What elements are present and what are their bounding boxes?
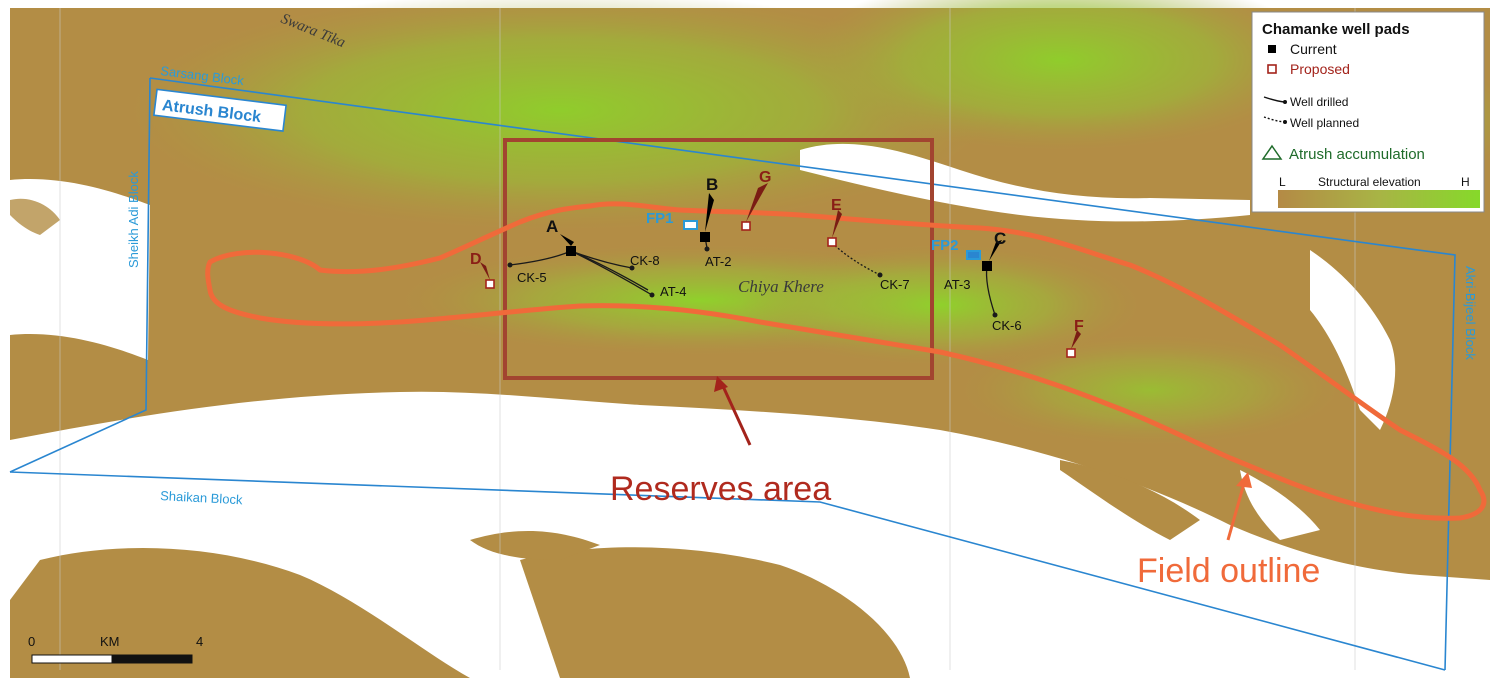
pad-f-marker bbox=[1066, 348, 1076, 358]
elevation-ramp bbox=[1278, 190, 1480, 208]
pad-a-marker bbox=[566, 246, 576, 256]
well-ck7-label: CK-7 bbox=[880, 277, 910, 292]
pad-b-marker bbox=[700, 232, 710, 242]
fp1-marker bbox=[683, 220, 698, 230]
legend-proposed-label: Proposed bbox=[1290, 61, 1350, 77]
well-at4-label: AT-4 bbox=[660, 284, 687, 299]
akri-bijeel-block-label: Akri-Bijeel Block bbox=[1463, 266, 1478, 360]
fp2-label: FP2 bbox=[931, 237, 959, 254]
well-bottom-dots bbox=[507, 246, 998, 318]
legend-accumulation-label: Atrush accumulation bbox=[1289, 146, 1425, 163]
fp1-label: FP1 bbox=[646, 210, 674, 227]
legend-elev-low: L bbox=[1279, 175, 1286, 189]
sheikh-adi-block-label: Sheikh Adi Block bbox=[126, 171, 141, 268]
pad-e-label: E bbox=[831, 197, 842, 214]
pad-f-label: F bbox=[1074, 318, 1084, 335]
block-boundaries bbox=[9, 77, 1456, 671]
well-ck6-label: CK-6 bbox=[992, 318, 1022, 333]
reserves-callout: Reserves area bbox=[610, 376, 831, 508]
map-legend: Chamanke well pads Current Proposed Well… bbox=[1251, 11, 1485, 213]
field-callout: Field outline bbox=[1137, 472, 1320, 590]
atrush-block-badge: Atrush Block bbox=[152, 88, 287, 132]
pad-c-label: C bbox=[994, 229, 1006, 248]
legend-planned-label: Well planned bbox=[1290, 116, 1359, 130]
pad-g-marker bbox=[741, 221, 751, 231]
pad-c-pointer bbox=[989, 240, 1002, 261]
accumulation-triangle-icon bbox=[1261, 144, 1283, 160]
legend-planned-line bbox=[1263, 116, 1285, 123]
legend-proposed-swatch bbox=[1267, 64, 1277, 74]
reserves-area-label: Reserves area bbox=[610, 470, 831, 508]
pad-a-label: A bbox=[546, 217, 558, 236]
pad-b-pointer bbox=[705, 193, 714, 232]
field-outline-label: Field outline bbox=[1137, 552, 1320, 590]
pad-b-label: B bbox=[706, 175, 718, 194]
legend-drilled-label: Well drilled bbox=[1290, 95, 1348, 109]
scale-bar: 0 KM 4 bbox=[28, 634, 203, 664]
pad-g-label: G bbox=[759, 169, 771, 186]
well-at2-label: AT-2 bbox=[705, 254, 732, 269]
shaikan-block-label: Shaikan Block bbox=[160, 488, 244, 507]
pad-c-marker bbox=[982, 261, 992, 271]
legend-drilled-line bbox=[1263, 96, 1285, 103]
pad-d-marker bbox=[485, 279, 495, 289]
scale-max-label: 4 bbox=[196, 634, 203, 649]
scale-unit-label: KM bbox=[100, 634, 120, 649]
field-outline bbox=[205, 201, 1487, 521]
proposed-pads bbox=[480, 183, 1081, 358]
scale-zero-label: 0 bbox=[28, 634, 35, 649]
legend-elev-high: H bbox=[1461, 175, 1470, 189]
fp2-marker bbox=[966, 250, 981, 260]
well-at3-label: AT-3 bbox=[944, 277, 971, 292]
pad-e-marker bbox=[827, 237, 837, 247]
well-ck5-label: CK-5 bbox=[517, 270, 547, 285]
current-pads bbox=[560, 193, 1002, 271]
legend-elev-label: Structural elevation bbox=[1318, 175, 1421, 189]
pad-d-label: D bbox=[470, 251, 482, 268]
legend-current-label: Current bbox=[1290, 41, 1337, 57]
legend-title: Chamanke well pads bbox=[1262, 21, 1410, 38]
chiya-khere-label: Chiya Khere bbox=[738, 277, 824, 296]
legend-current-swatch bbox=[1268, 45, 1276, 53]
pad-a-pointer bbox=[560, 234, 574, 246]
well-ck8-label: CK-8 bbox=[630, 253, 660, 268]
